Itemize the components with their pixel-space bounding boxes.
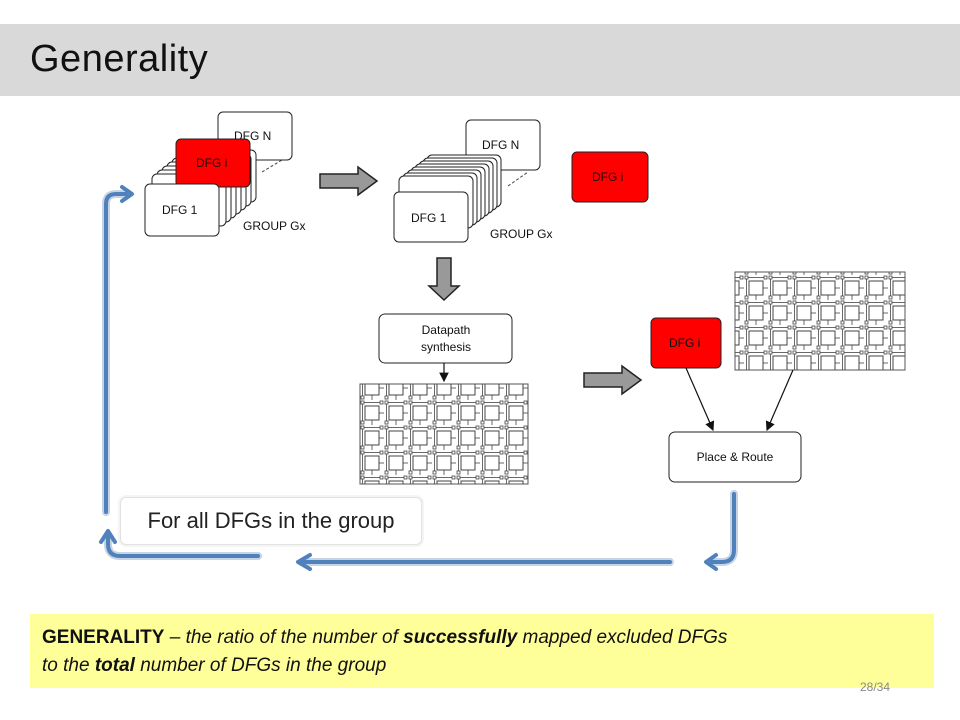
place-route-box [668,431,802,483]
definition-dash: – [164,627,186,648]
place-route-label: Place & Route [697,450,774,464]
definition-bold1: successfully [403,627,518,648]
block-arrow-right-2 [583,364,643,396]
definition-part3: to the [42,655,95,676]
stage1-dfg-i-label: DFG i [196,156,227,170]
definition-term: GENERALITY [42,627,165,648]
stage3-dfg-i-label: DFG i [669,336,700,350]
loop-arrows [99,185,738,571]
definition-part1: the ratio of the number of [185,627,404,648]
stage1-dfg-1-label: DFG 1 [162,203,198,217]
datapath-fabric-grid [359,383,529,485]
datapath-synthesis-box [378,313,513,364]
definition-line2: to the total number of DFGs in the group [42,652,922,680]
page-number: 28/34 [860,680,891,694]
stage1-dfg-1-box [144,183,220,237]
stage2-dfg-n-label: DFG N [482,138,519,152]
stage1-group: DFG N DFG i DFG 1 GROUP Gx [144,111,305,237]
datapath-label-line1: Datapath [422,323,471,337]
block-arrow-down [427,257,461,302]
stage1-group-label: GROUP Gx [243,219,305,233]
title-bar [0,24,960,96]
definition-bold2: total [94,655,135,676]
definition-part4: number of DFGs in the group [134,655,387,676]
stage2-group-label: GROUP Gx [490,227,552,241]
slide-title: Generality [30,38,209,80]
block-arrow-right-1 [319,165,379,197]
datapath-label-line2: synthesis [421,340,471,354]
stage2-dfg-1-label: DFG 1 [411,211,447,225]
excluded-dfg-i-label: DFG i [592,170,623,184]
loop-label: For all DFGs in the group [120,497,422,545]
stage2-dfg-1-box [393,191,469,243]
definition-line1: GENERALITY – the ratio of the number of … [42,624,922,652]
definition-part2: mapped excluded DFGs [517,627,728,648]
stage2-group: DFG N DFG 1 GROUP Gx [393,119,552,243]
generality-definition: GENERALITY – the ratio of the number of … [30,614,934,688]
target-fabric-grid [734,271,906,371]
excluded-dfg-i-box [571,151,649,203]
